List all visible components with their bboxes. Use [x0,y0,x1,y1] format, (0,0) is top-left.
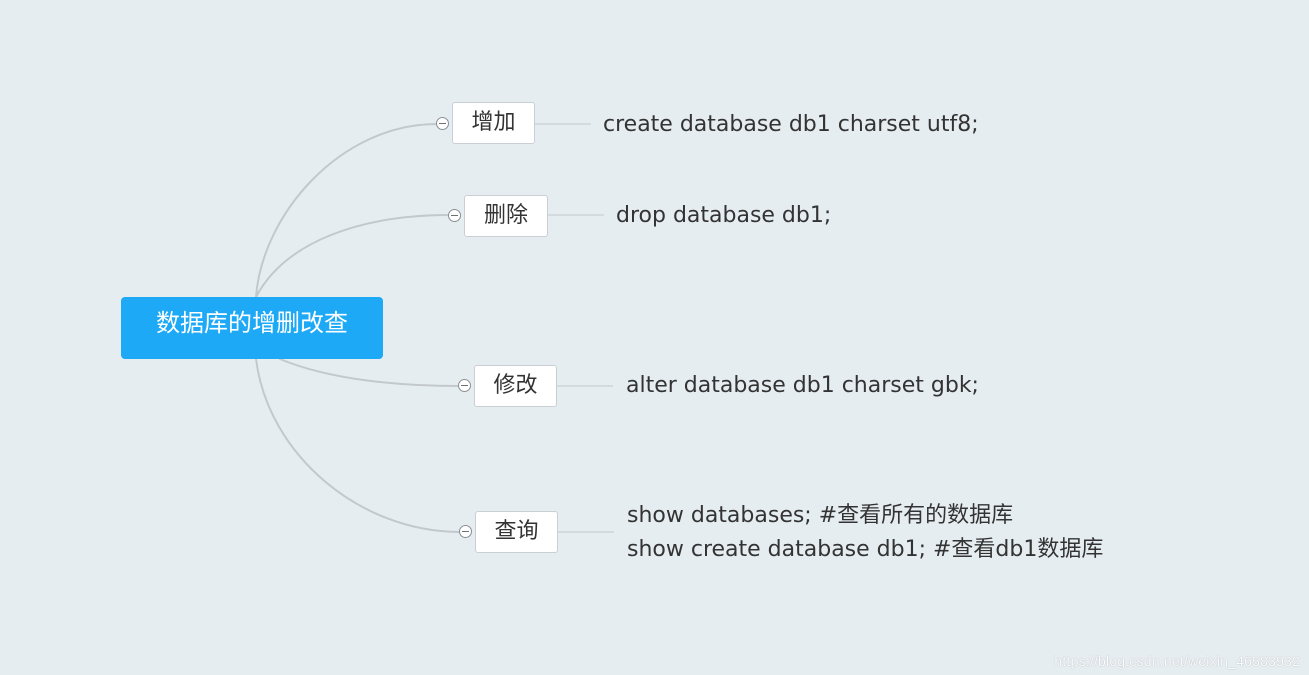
collapse-minus-icon[interactable] [458,379,471,392]
leaf-modify-sql: alter database db1 charset gbk; [626,373,979,398]
connector-root-to-query [255,358,461,533]
branch-node-delete[interactable]: 删除 [464,195,548,237]
branch-node-query[interactable]: 查询 [475,511,558,553]
root-node[interactable]: 数据库的增删改查 [121,297,383,359]
leaf-query-sql-1: show databases; #查看所有的数据库 [627,503,1014,528]
leaf-delete-sql: drop database db1; [616,203,832,228]
connector-root-to-modify [279,358,460,387]
branch-node-add[interactable]: 增加 [452,102,535,144]
collapse-minus-icon[interactable] [436,117,449,130]
connector-root-to-delete [255,214,450,298]
watermark: https://blog.csdn.net/weixin_46583932 [1054,653,1300,669]
collapse-minus-icon[interactable] [459,525,472,538]
collapse-minus-icon[interactable] [448,209,461,222]
connector-root-to-add [255,123,438,298]
leaf-add-sql: create database db1 charset utf8; [603,112,979,137]
branch-node-modify[interactable]: 修改 [474,365,557,407]
leaf-query-sql-2: show create database db1; #查看db1数据库 [627,537,1104,562]
